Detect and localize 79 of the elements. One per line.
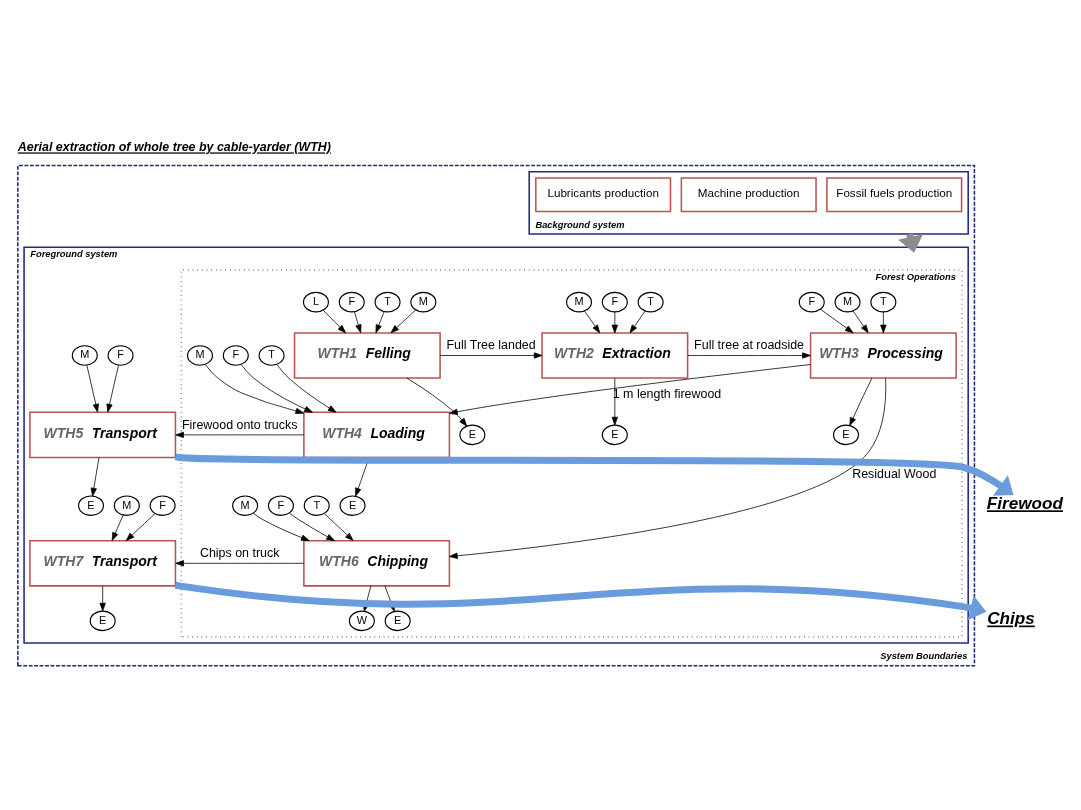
arrow <box>86 364 99 412</box>
node-ellipse: T <box>258 344 285 366</box>
arrow <box>449 363 811 415</box>
arrow <box>276 363 337 413</box>
arrow <box>111 514 124 541</box>
node-ellipse: F <box>798 291 825 312</box>
node-ellipse: T <box>637 291 664 312</box>
arrow <box>175 431 305 438</box>
arrow <box>375 310 385 333</box>
arrow <box>106 364 119 412</box>
edge-label: Full tree at roadside <box>694 337 805 352</box>
arrow <box>449 377 887 559</box>
arrow <box>175 559 305 566</box>
node-box: WTH5 Transport <box>29 411 177 458</box>
node-box: WTH4 Loading <box>303 411 451 458</box>
arrow <box>406 377 468 426</box>
arrow <box>820 308 854 333</box>
arrow <box>611 311 618 333</box>
node-ellipse: T <box>303 494 330 516</box>
node-ellipse: M <box>113 494 140 516</box>
arrow <box>252 512 310 541</box>
node-ellipse: E <box>77 494 105 516</box>
arrow <box>323 512 354 541</box>
arrow <box>584 310 601 333</box>
node-ellipse: M <box>71 344 98 366</box>
node-box: WTH2 Extraction <box>541 331 689 379</box>
node-ellipse: M <box>834 291 861 312</box>
arrow <box>687 351 811 359</box>
node-box: Lubricants production <box>535 176 672 212</box>
arrow <box>289 512 335 541</box>
diagram-title: Aerial extraction of whole tree by cable-yarder (WTH) <box>17 139 331 154</box>
edge-label: Full Tree landed <box>446 337 536 352</box>
node-text: Chips <box>987 608 1035 628</box>
node-ellipse: F <box>267 494 294 516</box>
node-box: WTH7 Transport <box>29 539 177 587</box>
arrow <box>611 377 618 425</box>
node-ellipse: E <box>89 610 116 631</box>
node-ellipse: T <box>870 291 897 312</box>
arrow <box>90 456 100 496</box>
arrow <box>852 310 869 333</box>
node-box: Machine production <box>680 176 817 212</box>
node-ellipse: E <box>601 424 628 445</box>
arrow <box>629 310 646 333</box>
edge-label: Firewood onto trucks <box>181 417 298 431</box>
arrow <box>205 363 304 414</box>
node-ellipse: W <box>348 610 375 631</box>
edge-label: 1 m length firewood <box>612 386 722 401</box>
node-ellipse: M <box>232 494 259 516</box>
node-box: Fossil fuels production <box>826 176 963 212</box>
node-ellipse: T <box>374 291 401 312</box>
node-ellipse: M <box>410 291 437 312</box>
arrow <box>439 351 543 359</box>
node-ellipse: F <box>149 494 176 516</box>
arrow <box>240 363 313 413</box>
node-ellipse: E <box>339 494 366 516</box>
node-text: Firewood <box>986 493 1063 513</box>
node-ellipse: E <box>384 610 411 631</box>
node-ellipse: E <box>832 424 860 445</box>
node-ellipse: F <box>222 344 249 366</box>
node-box: WTH1 Felling <box>293 331 441 379</box>
edge-label: Residual Wood <box>852 466 937 481</box>
node-ellipse: F <box>338 291 365 312</box>
node-box: WTH3 Processing <box>809 331 957 379</box>
arrow <box>849 377 873 426</box>
node-ellipse: E <box>459 424 486 445</box>
node-ellipse: F <box>107 344 134 366</box>
edge-label: Chips on truck <box>199 545 280 560</box>
arrow <box>390 309 417 333</box>
node-box: WTH6 Chipping <box>303 539 451 587</box>
arrow <box>880 311 887 333</box>
arrow <box>354 310 362 333</box>
node-ellipse: M <box>566 291 593 312</box>
node-ellipse: L <box>302 291 329 312</box>
arrow <box>99 585 106 611</box>
node-ellipse: F <box>601 291 628 312</box>
arrow <box>125 512 156 541</box>
node-ellipse: M <box>186 344 213 366</box>
arrow <box>322 309 346 333</box>
arrow <box>174 581 987 620</box>
